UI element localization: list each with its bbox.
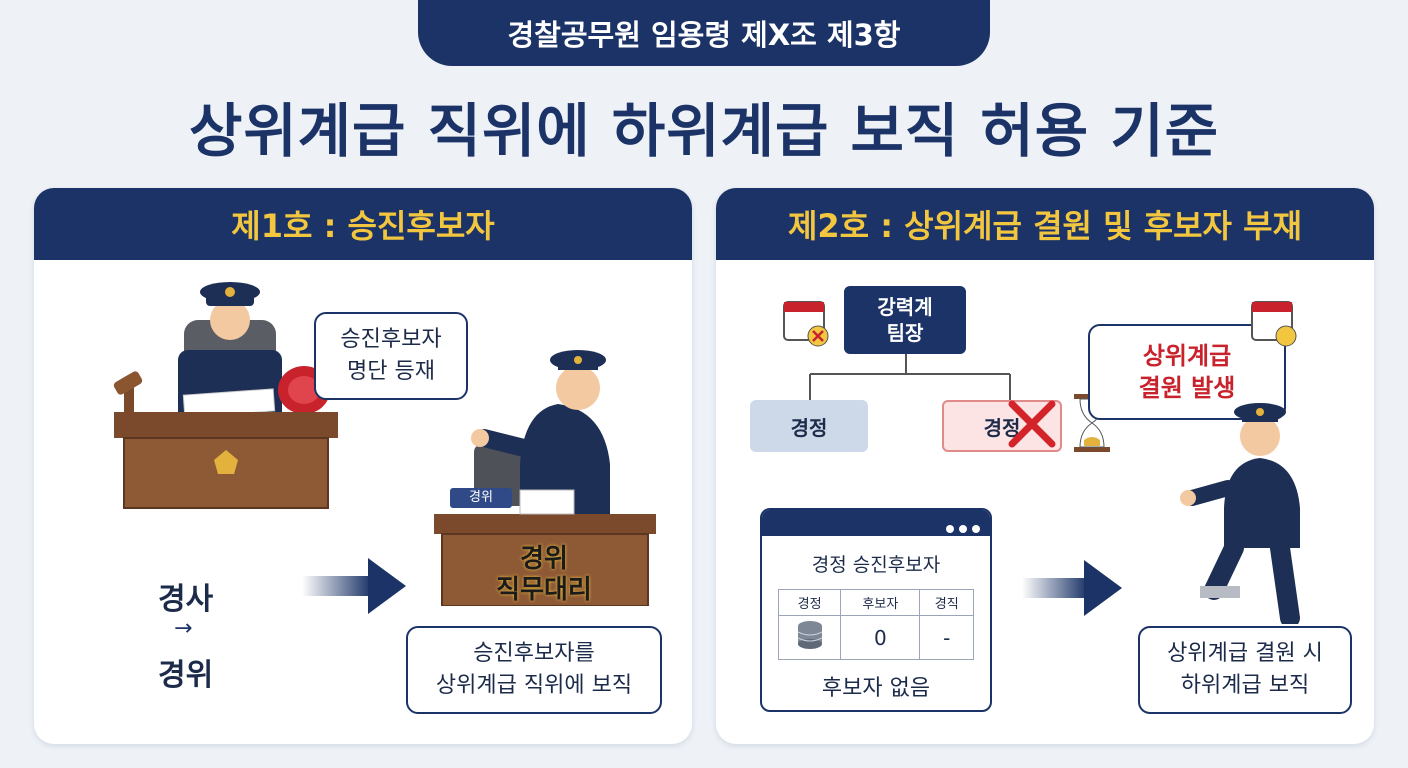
table-header: 후보자 [840, 589, 921, 616]
calendar-x-icon [783, 301, 829, 347]
table-header: 경정 [777, 589, 842, 616]
flow-arrow-icon [1022, 560, 1122, 616]
desk-acting-sign: 경위 직무대리 [496, 544, 592, 605]
table-header: 경직 [919, 589, 974, 616]
window-titlebar [762, 510, 990, 536]
panel-promotion-candidate: 제1호 : 승진후보자 승진후보자 명단 등재 경위 경위 직무대리 경사 → … [34, 188, 692, 744]
header-tab: 경찰공무원 임용령 제X조 제3항 [418, 0, 990, 66]
no-candidate-label: 후보자 없음 [821, 676, 931, 701]
window-dots-icon [941, 518, 980, 537]
org-chief-box: 강력계 팀장 [844, 286, 966, 354]
speech-bubble-assign: 승진후보자를 상위계급 직위에 보직 [406, 626, 662, 714]
desk-nameplate: 경위 [450, 488, 512, 508]
standing-officer-illustration [434, 350, 656, 606]
candidate-table: 경정 후보자 경직 0 - [777, 589, 974, 660]
panel-heading: 제1호 : 승진후보자 [34, 188, 692, 260]
page-title: 상위계급 직위에 하위계급 보직 허용 기준 [188, 97, 1220, 165]
table-row: 0 - [777, 615, 974, 660]
candidate-list-window: 경정 승진후보자 경정 후보자 경직 0 - 후보자 없음 [760, 508, 992, 712]
rank-to: 경위 [158, 658, 214, 693]
stepping-officer-illustration [1180, 403, 1300, 624]
speech-bubble-registry: 승진후보자 명단 등재 [314, 312, 468, 400]
header-tab-label: 경찰공무원 임용령 제X조 제3항 [507, 18, 901, 52]
org-connector [809, 354, 1011, 400]
candidate-status: - [919, 615, 974, 660]
seated-officer-illustration [113, 282, 338, 509]
org-right-box-vacant: 경정 [942, 400, 1062, 452]
flow-arrow-icon [302, 558, 406, 614]
panel-vacancy-no-candidate: 제2호 : 상위계급 결원 및 후보자 부재 강력계 팀장 경정 경정 상위계급… [716, 188, 1374, 744]
org-left-box: 경정 [750, 400, 868, 452]
rank-from: 경사 [158, 582, 214, 617]
calendar-clock-icon [1251, 301, 1297, 347]
vacancy-x-icon [1008, 400, 1056, 448]
database-icon [777, 615, 842, 660]
candidate-count: 0 [840, 615, 921, 660]
candidate-list-title: 경정 승진후보자 [811, 554, 941, 576]
speech-bubble-assign: 상위계급 결원 시 하위계급 보직 [1138, 626, 1352, 714]
panel-heading: 제2호 : 상위계급 결원 및 후보자 부재 [716, 188, 1374, 260]
rank-arrow-icon: → [174, 616, 193, 641]
